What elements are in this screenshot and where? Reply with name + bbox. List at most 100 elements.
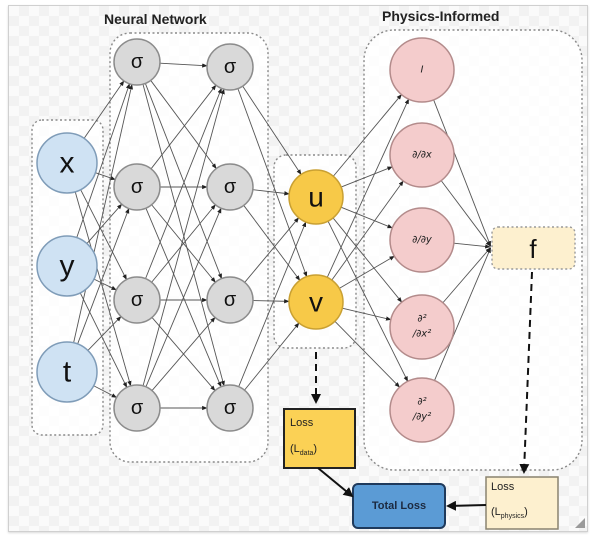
data-loss-title: Loss	[290, 417, 314, 429]
edge-h1-0-h2-1	[150, 80, 217, 169]
physics-node-label-identity: I	[421, 65, 424, 76]
input-node-label-y: y	[60, 250, 75, 283]
input-node-x[interactable]	[36, 132, 98, 194]
hidden-layer-1-node-3[interactable]	[113, 384, 161, 432]
resize-grip-icon[interactable]	[575, 518, 585, 528]
edge-input-2-h1-1	[77, 208, 130, 345]
edge-input-0-h1-0	[83, 80, 125, 139]
output-node-v[interactable]	[288, 274, 344, 330]
edge-input-1-h1-2	[93, 278, 117, 291]
hidden-layers-group	[109, 32, 269, 463]
edge-physics-0-f	[433, 99, 492, 247]
hidden-layer-2-node-3[interactable]	[206, 384, 254, 432]
total-loss-box[interactable]: Total Loss	[352, 483, 446, 529]
hidden-layer-2-node-2[interactable]	[206, 276, 254, 324]
edge-h1-3-h2-1	[145, 207, 222, 387]
data-loss-to-total-arrow	[317, 467, 354, 498]
edge-input-1-h1-0	[76, 83, 131, 238]
physics-node-label-d-dx: ∂/∂x	[412, 150, 432, 161]
edge-output-1-physics-4	[334, 320, 400, 388]
input-node-t[interactable]	[36, 341, 98, 403]
network-edges	[73, 62, 492, 411]
hidden-layer-2-sigma-label-0: σ	[224, 56, 237, 78]
physics-node-d2-dx2[interactable]	[389, 294, 455, 360]
edge-physics-2-f	[453, 242, 491, 249]
edge-input-2-h1-2	[87, 316, 122, 351]
physics-node-label-d2-dy2-line2: /∂y²	[412, 412, 431, 423]
edge-output-1-physics-0	[326, 98, 410, 278]
edge-physics-4-f	[434, 247, 492, 381]
edge-h2-2-output-1	[252, 299, 290, 304]
physics-node-label-d2-dx2-line2: /∂x²	[412, 329, 431, 340]
hidden-layer-2-sigma-label-1: σ	[224, 176, 237, 198]
residual-f-label: f	[529, 234, 537, 264]
physics-node-label-d-dy: ∂/∂y	[412, 235, 433, 246]
hidden-layer-1-sigma-label-2: σ	[131, 289, 144, 311]
hidden-layer-2-sigma-label-3: σ	[224, 397, 237, 419]
edge-output-0-physics-0	[332, 94, 402, 177]
input-node-label-t: t	[63, 356, 72, 389]
physics-informed-title: Physics-Informed	[382, 8, 499, 24]
edge-h2-3-output-1	[244, 322, 300, 391]
input-node-label-x: x	[60, 147, 75, 180]
edge-output-0-physics-1	[340, 166, 393, 188]
edge-h1-0-h2-0	[159, 62, 208, 68]
edge-input-1-h1-1	[86, 203, 123, 244]
data-loss-box[interactable]: Loss (Ldata)	[283, 408, 356, 469]
edge-output-0-physics-2	[340, 206, 393, 229]
hidden-layer-1-node-2[interactable]	[113, 276, 161, 324]
output-node-label-u: u	[308, 182, 324, 213]
residual-f-node[interactable]: f	[491, 226, 576, 270]
neural-network-title: Neural Network	[104, 11, 207, 27]
edge-input-0-h1-3	[74, 191, 132, 387]
physics-loss-symbol: (Lphysics)	[491, 506, 528, 520]
physics-loss-box[interactable]: Loss (Lphysics)	[485, 476, 559, 530]
edge-input-2-h1-3	[93, 385, 118, 398]
output-node-label-v: v	[309, 287, 323, 318]
data-loss-symbol: (Ldata)	[290, 443, 317, 457]
hidden-layer-1-sigma-label-0: σ	[131, 51, 144, 73]
edge-h2-1-output-0	[252, 189, 290, 196]
hidden-layer-2-sigma-label-2: σ	[224, 289, 237, 311]
physics-node-label-d2-dx2-line1: ∂²	[417, 314, 426, 325]
hidden-layer-2-node-1[interactable]	[206, 163, 254, 211]
hidden-layer-1-sigma-label-3: σ	[131, 397, 144, 419]
hidden-layer-2-node-0[interactable]	[206, 43, 254, 91]
edge-h2-0-output-0	[242, 85, 302, 175]
edge-h1-0-h2-3	[142, 84, 225, 387]
hidden-layer-1-sigma-label-1: σ	[131, 176, 144, 198]
f-to-physics-loss-arrow	[519, 271, 533, 474]
physics-loss-to-total-arrow	[446, 500, 487, 511]
edge-output-1-physics-2	[339, 255, 395, 289]
physics-loss-title: Loss	[491, 481, 515, 493]
network-nodes: x y t σ σ σ σ σ σ σ σ u v I ∂/∂x ∂/∂y ∂² /∂x² ∂² /∂y²	[36, 37, 455, 443]
edge-output-1-physics-3	[342, 307, 392, 321]
physics-node-identity[interactable]	[389, 37, 455, 103]
hidden-layer-1-node-1[interactable]	[113, 163, 161, 211]
physics-node-label-d2-dy2-line1: ∂²	[417, 397, 426, 408]
output-node-u[interactable]	[288, 169, 344, 225]
total-loss-label: Total Loss	[372, 500, 426, 512]
edge-output-0-physics-3	[332, 217, 403, 303]
edge-h2-3-output-0	[238, 221, 307, 387]
edge-h1-3-h2-2	[151, 317, 216, 391]
edge-h1-0-h2-2	[144, 83, 223, 280]
edge-physics-3-f	[442, 247, 491, 304]
edge-input-1-h1-3	[79, 292, 128, 388]
edge-output-0-physics-4	[327, 220, 409, 382]
physics-node-d-dx[interactable]	[389, 122, 455, 188]
edge-h1-3-h2-0	[142, 88, 225, 386]
edge-output-1-physics-1	[331, 180, 404, 281]
edge-h2-0-output-1	[237, 88, 308, 278]
edge-h2-2-output-0	[244, 217, 300, 283]
edge-h1-2-h2-1	[151, 204, 216, 283]
edge-physics-1-f	[440, 180, 491, 247]
physics-node-d-dy[interactable]	[389, 207, 455, 273]
input-node-y[interactable]	[36, 235, 98, 297]
hidden-layer-1-node-0[interactable]	[113, 38, 161, 86]
physics-node-d2-dy2[interactable]	[389, 377, 455, 443]
edge-input-2-h1-0	[73, 83, 133, 343]
edge-h2-1-output-1	[243, 205, 301, 281]
edge-h1-2-h2-0	[145, 87, 222, 279]
